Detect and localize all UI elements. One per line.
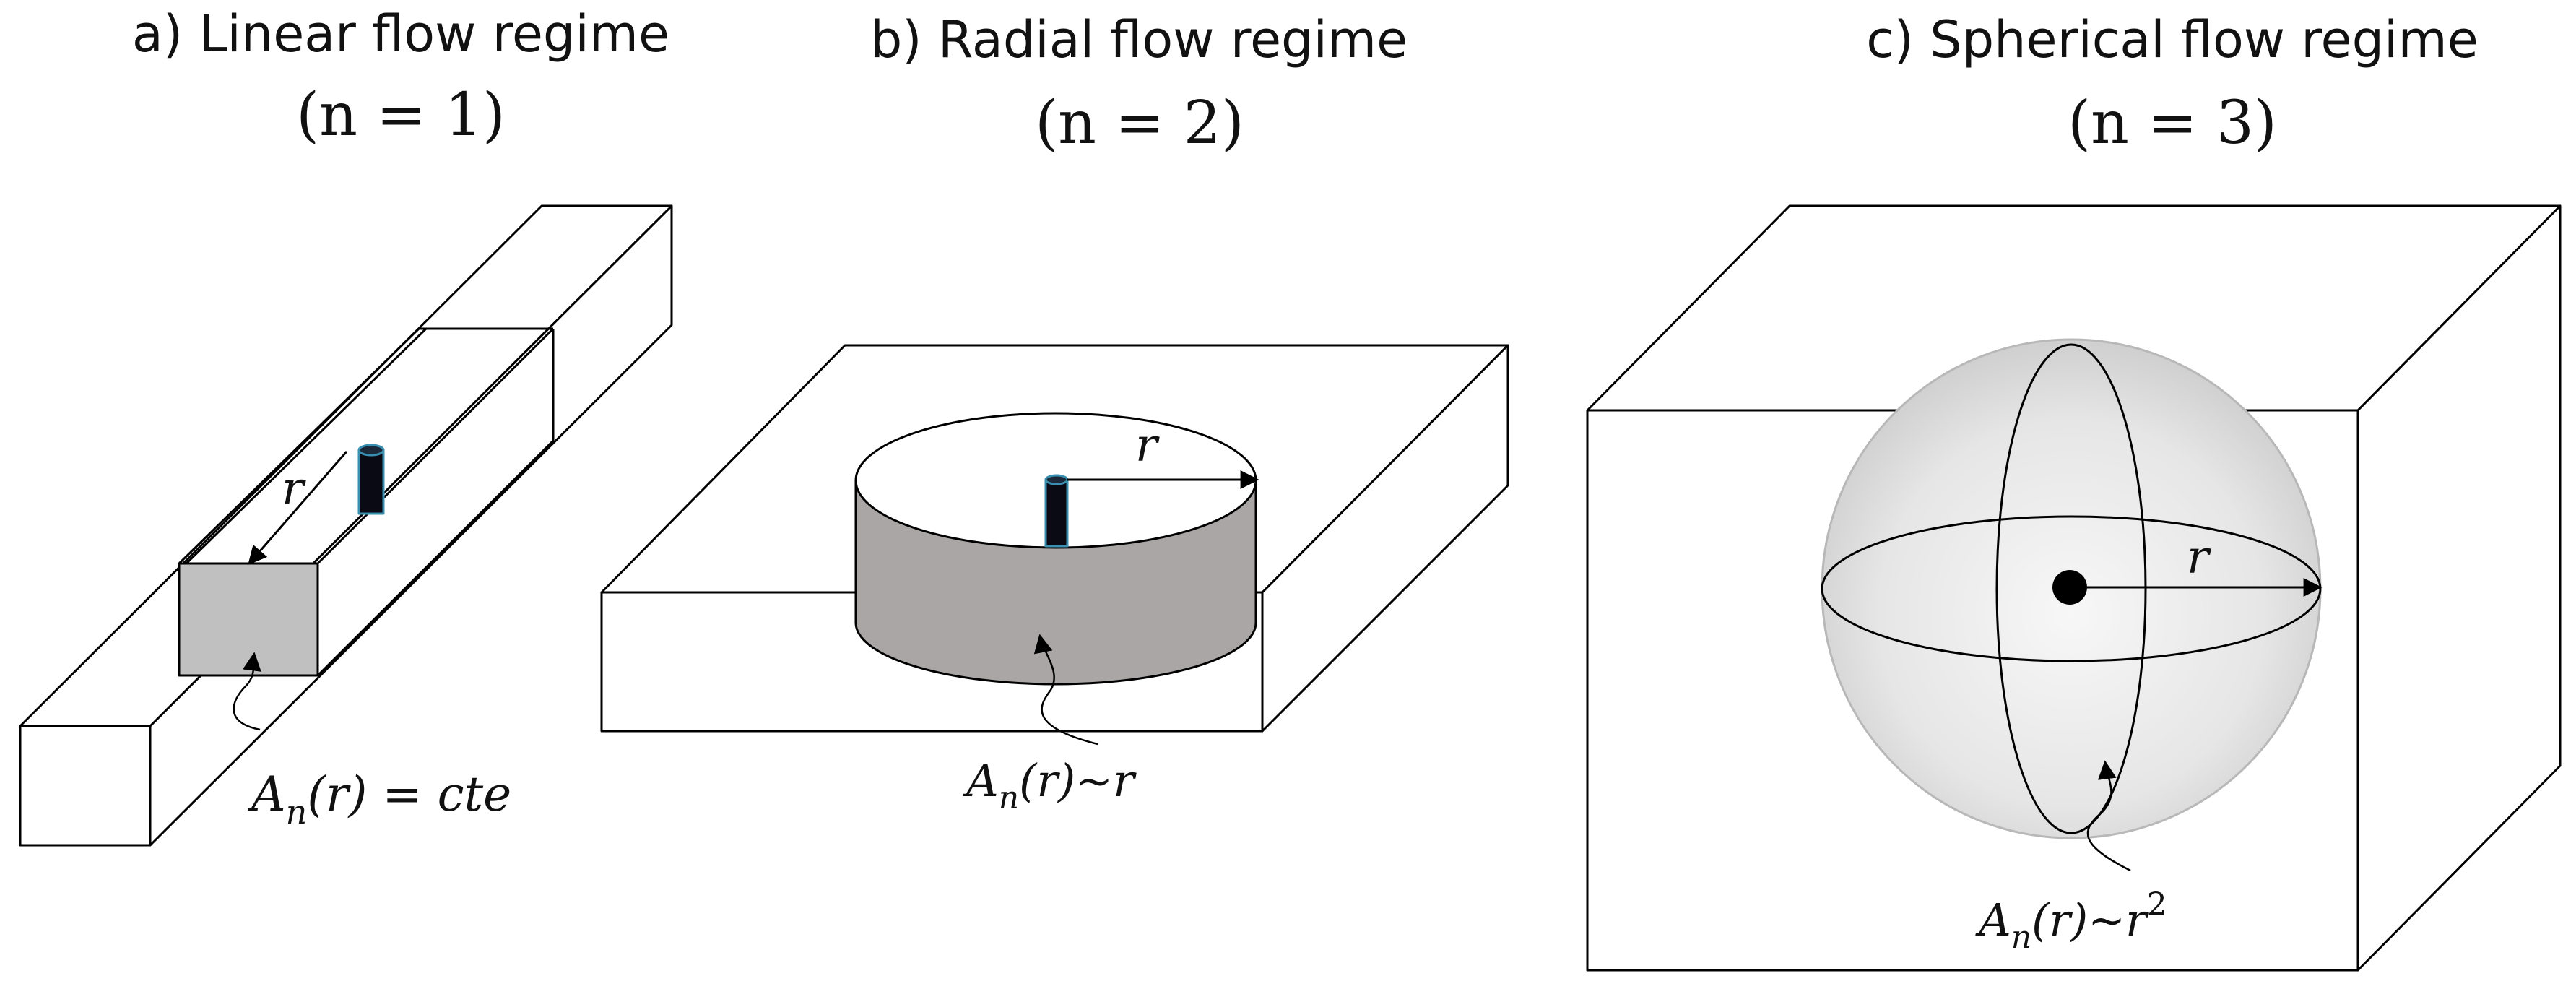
well-a: [357, 444, 385, 515]
panel-a-n-label: (n = 1): [296, 81, 506, 150]
pointer-b: [1033, 634, 1098, 746]
bar-front-face: [19, 725, 152, 847]
area-label-a: An(r) = cte: [247, 766, 511, 832]
well-b: [1044, 474, 1069, 548]
panel-b-title: b) Radial flow regime: [869, 10, 1408, 69]
area-label-c: An(r)~r2: [1975, 886, 2167, 956]
pointer-c: [2086, 760, 2131, 872]
cross-section-area: [178, 562, 319, 677]
radius-arrow-a: [248, 451, 348, 565]
radius-label-c: r: [2187, 531, 2211, 584]
pointer-a: [233, 652, 261, 731]
radius-label-a: r: [282, 462, 306, 516]
area-label-b: An(r)~r: [963, 754, 1137, 816]
panel-a-linear-diagram: [19, 204, 673, 847]
panel-c-spherical-diagram: [1586, 204, 2562, 972]
panel-c-n-label: (n = 3): [2068, 89, 2277, 157]
panel-a-title: a) Linear flow regime: [131, 4, 670, 64]
slab-side-face: [1261, 344, 1509, 733]
panel-b-n-label: (n = 2): [1035, 89, 1244, 157]
sphere-meridian: [1995, 343, 2147, 834]
radius-label-b: r: [1135, 419, 1160, 472]
panel-c-title: c) Spherical flow regime: [1866, 10, 2479, 69]
sphere-center: [2052, 570, 2087, 605]
inner-slab: [178, 327, 555, 677]
panel-b-radial-diagram: [600, 344, 1509, 746]
